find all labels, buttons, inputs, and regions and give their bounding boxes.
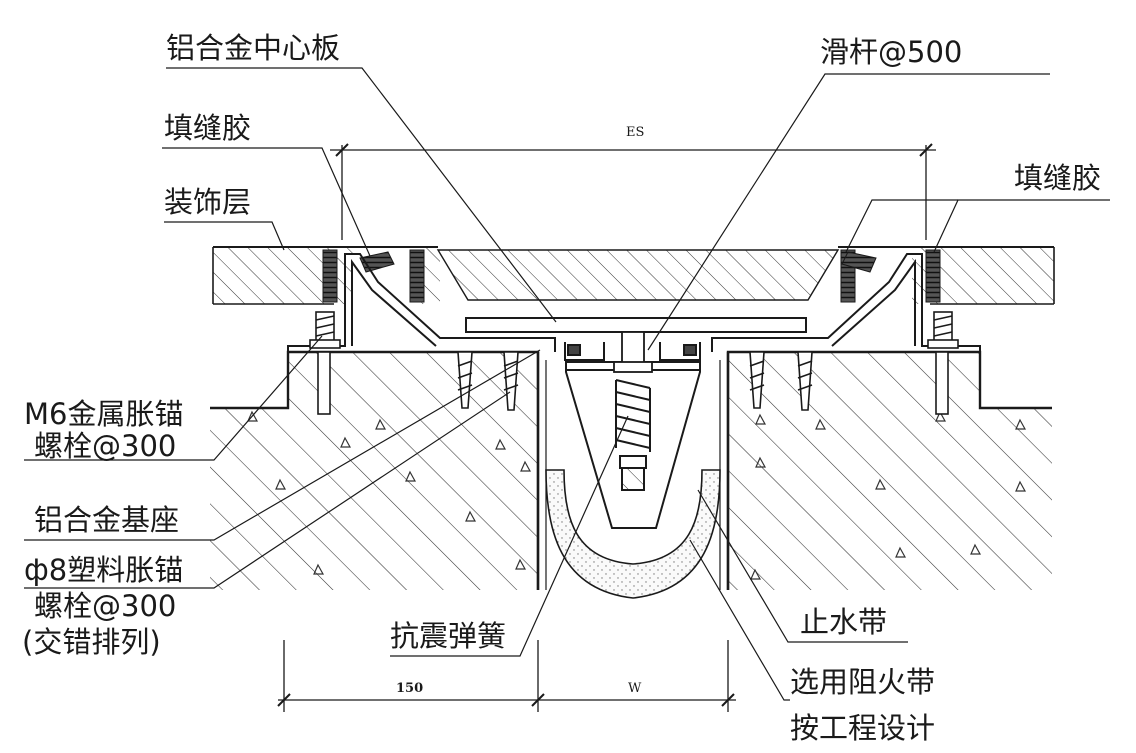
waterstop-band [545, 469, 721, 599]
label-metal-anchor-2: 螺栓@300 [34, 429, 176, 463]
joint-gap [536, 352, 730, 590]
label-sealant-right: 填缝胶 [1014, 161, 1101, 195]
label-metal-anchor-1: M6金属胀锚 [24, 397, 183, 431]
leader-lines [24, 67, 1110, 701]
label-center-plate: 铝合金中心板 [166, 31, 340, 65]
label-fire-band-1: 选用阻火带 [790, 665, 935, 699]
label-plastic-anchor-1: ф8塑料胀锚 [24, 553, 183, 587]
dimension-w-label: W [628, 681, 642, 696]
plastic-anchors [457, 351, 813, 411]
label-finish-layer: 装饰层 [164, 185, 251, 219]
label-waterstop: 止水带 [800, 605, 887, 639]
label-spring: 抗震弹簧 [390, 619, 506, 653]
label-alu-base: 铝合金基座 [34, 503, 179, 537]
sealant-strips [322, 249, 941, 303]
dimension-es-label: ES [626, 125, 644, 140]
aluminum-base-profile [287, 253, 981, 361]
label-slide-bar: 滑杆@500 [820, 35, 962, 69]
label-plastic-anchor-2: 螺栓@300 [34, 589, 176, 623]
center-cover-plate [436, 249, 840, 333]
label-sealant-left: 填缝胶 [164, 111, 251, 145]
dimension-150-label: 150 [396, 681, 423, 696]
aggregate-marks [247, 410, 1027, 580]
slide-bar [613, 331, 653, 373]
dimension-es [330, 143, 936, 240]
concrete-slab-right [726, 350, 1052, 590]
label-plastic-anchor-3: (交错排列) [22, 625, 161, 659]
seismic-spring [615, 379, 651, 491]
metal-anchor-bolts [309, 311, 959, 415]
dimension-bottom [277, 640, 736, 712]
concrete-slab-left [210, 350, 540, 590]
finish-layer-right [838, 246, 1055, 305]
label-fire-band-2: 按工程设计 [790, 711, 935, 745]
